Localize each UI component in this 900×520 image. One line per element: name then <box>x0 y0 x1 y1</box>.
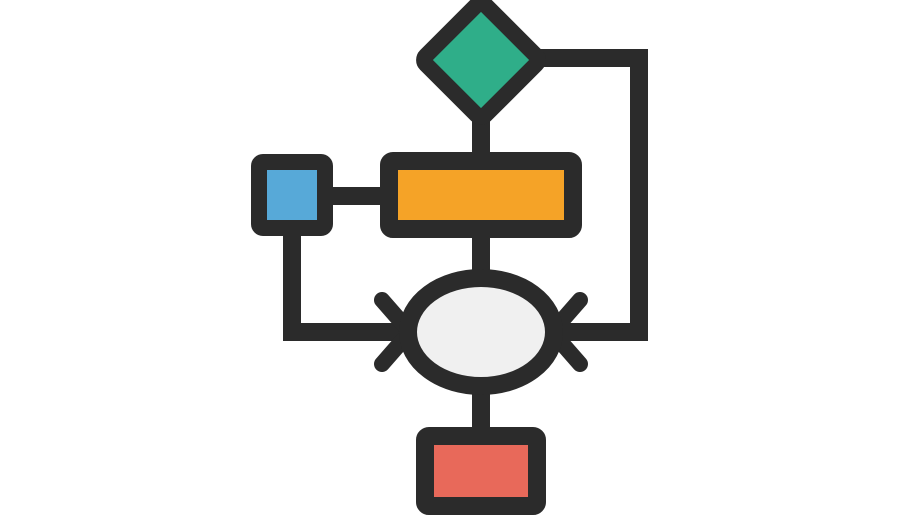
rectangle-terminal-shape <box>416 427 546 515</box>
diamond-decision-shape <box>416 0 546 125</box>
square-input-shape <box>251 154 333 236</box>
ellipse-merge-shape <box>399 269 563 395</box>
connector-input-to-merge <box>283 225 411 341</box>
connector-decision-loop-right <box>512 49 648 341</box>
rectangle-process-shape <box>380 152 582 238</box>
connector-lines <box>283 49 648 441</box>
